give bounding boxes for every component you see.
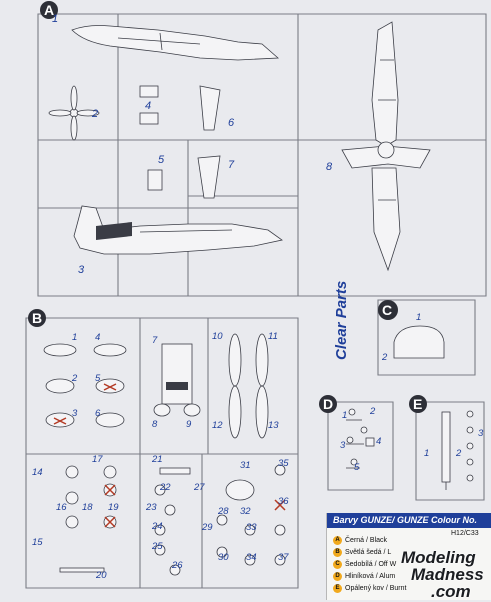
sprue-b-label: B [32,310,42,326]
part-d-3: 3 [340,440,346,451]
part-b-29: 29 [201,522,213,533]
part-b-30: 30 [218,552,229,563]
part-b-20: 20 [95,570,107,581]
sprue-c-badge [378,300,398,320]
part-b-36: 36 [278,496,289,507]
part-a-6: 6 [228,117,235,129]
part-a-3: 3 [78,264,85,276]
tailplane-part [199,85,221,131]
seat-part [139,85,159,98]
part-b-28: 28 [217,506,229,517]
part-b-3: 3 [72,408,78,419]
part-b-12: 12 [212,420,223,431]
part-a-7: 7 [228,159,235,171]
fuselage-half-right [73,205,283,255]
part-b-2: 2 [71,373,78,384]
part-b-9: 9 [186,419,192,430]
part-b-19: 19 [108,502,119,513]
part-b-6: 6 [95,408,101,419]
part-b-34: 34 [246,552,257,563]
part-b-33: 33 [246,522,257,533]
part-b-7: 7 [152,335,158,346]
part-b-13: 13 [268,420,279,431]
panel-part [147,169,163,191]
part-b-11: 11 [268,331,278,342]
sprue-a-badge [40,1,58,19]
colour-row-b: B Světlá šedá / L [327,547,491,558]
colour-row-c: C Šedobílá / Off W [327,559,491,570]
part-b-5: 5 [95,373,101,384]
part-b-24: 24 [151,521,163,532]
clear-parts-title: Clear Parts [333,281,350,360]
part-b-17: 17 [92,454,103,465]
part-b-15: 15 [32,537,43,548]
sprue-c: C Clear Parts 1 2 [333,281,476,376]
part-b-37: 37 [278,552,289,563]
colour-row-d: D Hliníková / Alum [327,571,491,582]
fuselage-half-left [71,25,280,61]
colour-table-code-black: H12/C33 [451,530,479,537]
part-d-4: 4 [376,436,381,447]
sprue-a: A 1 2 3 [37,1,487,297]
part-b-35: 35 [278,458,289,469]
part-b-31: 31 [240,460,251,471]
canopy-part [393,325,445,359]
colour-table: Barvy GUNZE/ GUNZE Colour No. H12/C33 A … [326,513,491,600]
part-e-3: 3 [478,428,484,439]
part-a-1: 1 [52,13,58,25]
sprue-b-badge [28,309,46,327]
propeller-part [48,85,100,141]
part-b-21: 21 [151,454,163,465]
modelingmadness-watermark: Modeling Madness .com [401,548,484,601]
part-b-18: 18 [82,502,93,513]
part-b-25: 25 [151,541,163,552]
part-a-8: 8 [326,161,333,173]
part-a-2: 2 [91,108,98,120]
part-e-2: 2 [455,448,462,459]
part-b-22: 22 [159,482,171,493]
sprue-e-label: E [413,396,422,412]
part-b-23: 23 [145,502,157,513]
part-c-1: 1 [416,312,421,323]
sprue-e-badge [409,395,427,413]
part-b-32: 32 [240,506,251,517]
part-b-10: 10 [212,331,223,342]
wing-part [341,21,431,272]
colour-row-a: A Černá / Black [327,535,491,546]
part-b-27: 27 [193,482,205,493]
part-b-4: 4 [95,332,100,343]
part-b-8: 8 [152,419,158,430]
part-d-2: 2 [369,406,376,417]
part-b-26: 26 [171,560,183,571]
cockpit-tub [161,343,193,405]
part-d-1: 1 [342,410,347,421]
sprue-d-badge [319,395,337,413]
sprue-e: E 1 2 3 [409,395,485,501]
part-a-5: 5 [158,154,165,166]
part-e-1: 1 [424,448,429,459]
part-b-1: 1 [72,332,77,343]
colour-row-e: E Opálený kov / Burnt [327,583,491,594]
sprue-c-label: C [382,302,392,318]
sprue-d: D 1 2 3 4 5 [319,395,394,491]
sprue-a-label: A [44,2,54,18]
part-d-5: 5 [354,462,360,473]
part-b-16: 16 [56,502,67,513]
colour-table-header: Barvy GUNZE/ GUNZE Colour No. [327,513,491,528]
part-b-14: 14 [32,467,43,478]
sprue-d-label: D [323,396,333,412]
sprue-b: B [25,309,299,589]
part-c-2: 2 [381,352,388,363]
part-a-4: 4 [145,100,151,112]
